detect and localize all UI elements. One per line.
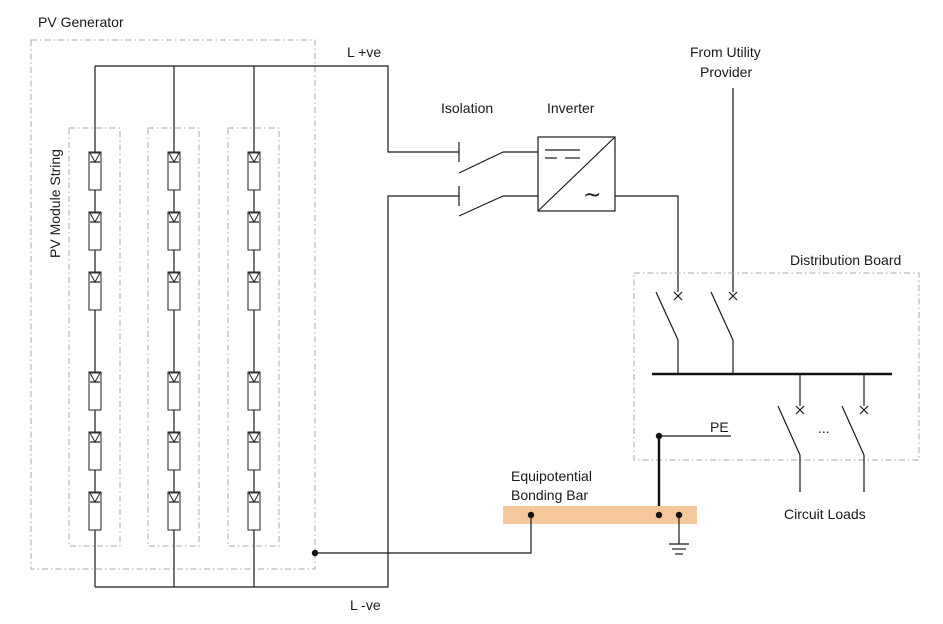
pv-string-frame-3 — [227, 127, 280, 547]
pv-module-icon — [88, 491, 102, 531]
pv-string-frame-2 — [147, 127, 200, 547]
load-ellipsis: ... — [818, 420, 830, 436]
ground-icon — [669, 515, 689, 555]
pv-module-icon — [167, 371, 181, 411]
isolation-switch — [458, 142, 538, 217]
pv-module-icon — [88, 211, 102, 251]
generator-bond-wire — [315, 515, 532, 554]
pv-string-frame-1 — [68, 127, 121, 547]
distribution-board-label: Distribution Board — [790, 252, 901, 268]
inverter-breaker — [655, 291, 683, 374]
inverter-label: Inverter — [547, 100, 595, 116]
ac-tilde-icon: ~ — [583, 183, 601, 208]
inverter-symbol: ~ — [537, 136, 616, 212]
pv-module-icon — [88, 431, 102, 471]
pv-module-icon — [247, 151, 261, 191]
pv-module-icon — [247, 211, 261, 251]
pv-generator-frame — [30, 39, 316, 570]
ebb-label-2: Bonding Bar — [511, 487, 588, 503]
isolation-label: Isolation — [441, 100, 493, 116]
ebb-label-1: Equipotential — [511, 468, 592, 484]
negative-dc-line — [95, 195, 459, 588]
pv-generator-label: PV Generator — [38, 14, 124, 30]
load-breaker-2 — [841, 374, 869, 492]
pe-label: PE — [710, 419, 729, 435]
pv-module-icon — [167, 151, 181, 191]
pv-modules-group — [88, 151, 261, 531]
pv-module-icon — [88, 371, 102, 411]
pv-module-icon — [247, 371, 261, 411]
pv-module-icon — [88, 271, 102, 311]
load-breaker-1 — [777, 374, 805, 492]
utility-breaker — [710, 291, 738, 374]
equipotential-bonding-bar — [503, 506, 697, 524]
positive-dc-line — [95, 65, 459, 153]
pv-module-icon — [247, 491, 261, 531]
from-utility-label-2: Provider — [700, 64, 752, 80]
circuit-loads-label: Circuit Loads — [784, 506, 866, 522]
pv-module-icon — [88, 151, 102, 191]
pv-module-string-label: PV Module String — [47, 149, 63, 258]
ebb-dot-pe — [655, 511, 663, 519]
distribution-board-frame — [633, 272, 920, 461]
pv-module-icon — [167, 491, 181, 531]
inverter-ac-line — [615, 195, 679, 292]
from-utility-label-1: From Utility — [690, 44, 761, 60]
pv-module-icon — [167, 431, 181, 471]
pv-module-icon — [247, 271, 261, 311]
pv-module-icon — [247, 431, 261, 471]
l-negative-label: L -ve — [350, 597, 381, 613]
pv-module-icon — [167, 211, 181, 251]
pv-module-icon — [167, 271, 181, 311]
l-positive-label: L +ve — [347, 44, 381, 60]
